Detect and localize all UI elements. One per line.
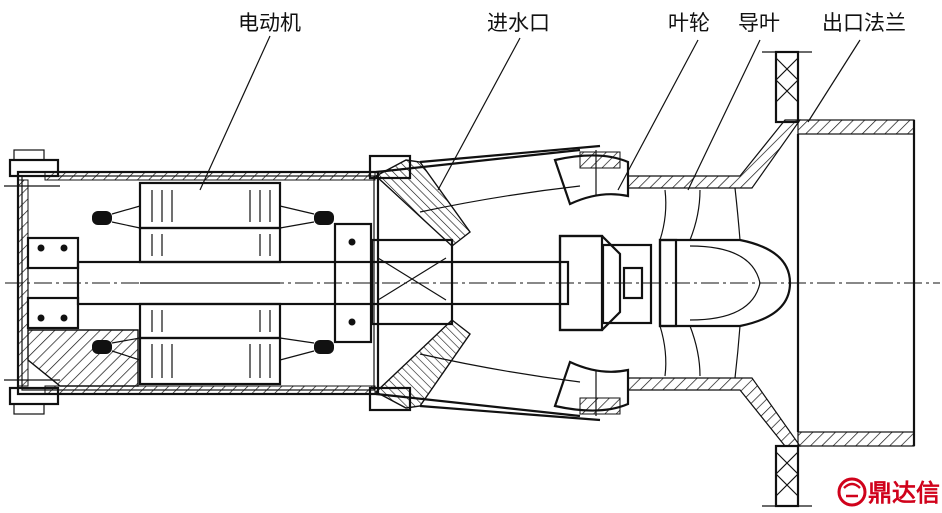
watermark-logo-icon (837, 477, 867, 507)
label-outlet-flange: 出口法兰 (822, 11, 906, 35)
shaft (27, 260, 570, 306)
label-guide-vane: 导叶 (738, 11, 780, 35)
leader-inlet (437, 37, 521, 191)
leader-guide-vane (687, 39, 761, 191)
labels: 电动机 进水口 叶轮 导叶 出口法兰 (238, 11, 906, 35)
label-impeller: 叶轮 (668, 11, 710, 35)
outlet-flange (762, 50, 916, 508)
motor-housing (4, 149, 380, 415)
leader-outlet-flange (807, 39, 861, 123)
label-inlet: 进水口 (487, 11, 550, 35)
label-motor: 电动机 (238, 11, 301, 35)
watermark: 鼎达信 (837, 477, 940, 507)
stator-laminations (151, 190, 271, 378)
watermark-text: 鼎达信 (868, 479, 940, 507)
leader-impeller (617, 39, 699, 191)
inlet-section (368, 144, 601, 422)
leader-motor (199, 35, 271, 191)
leader-lines (199, 35, 861, 191)
